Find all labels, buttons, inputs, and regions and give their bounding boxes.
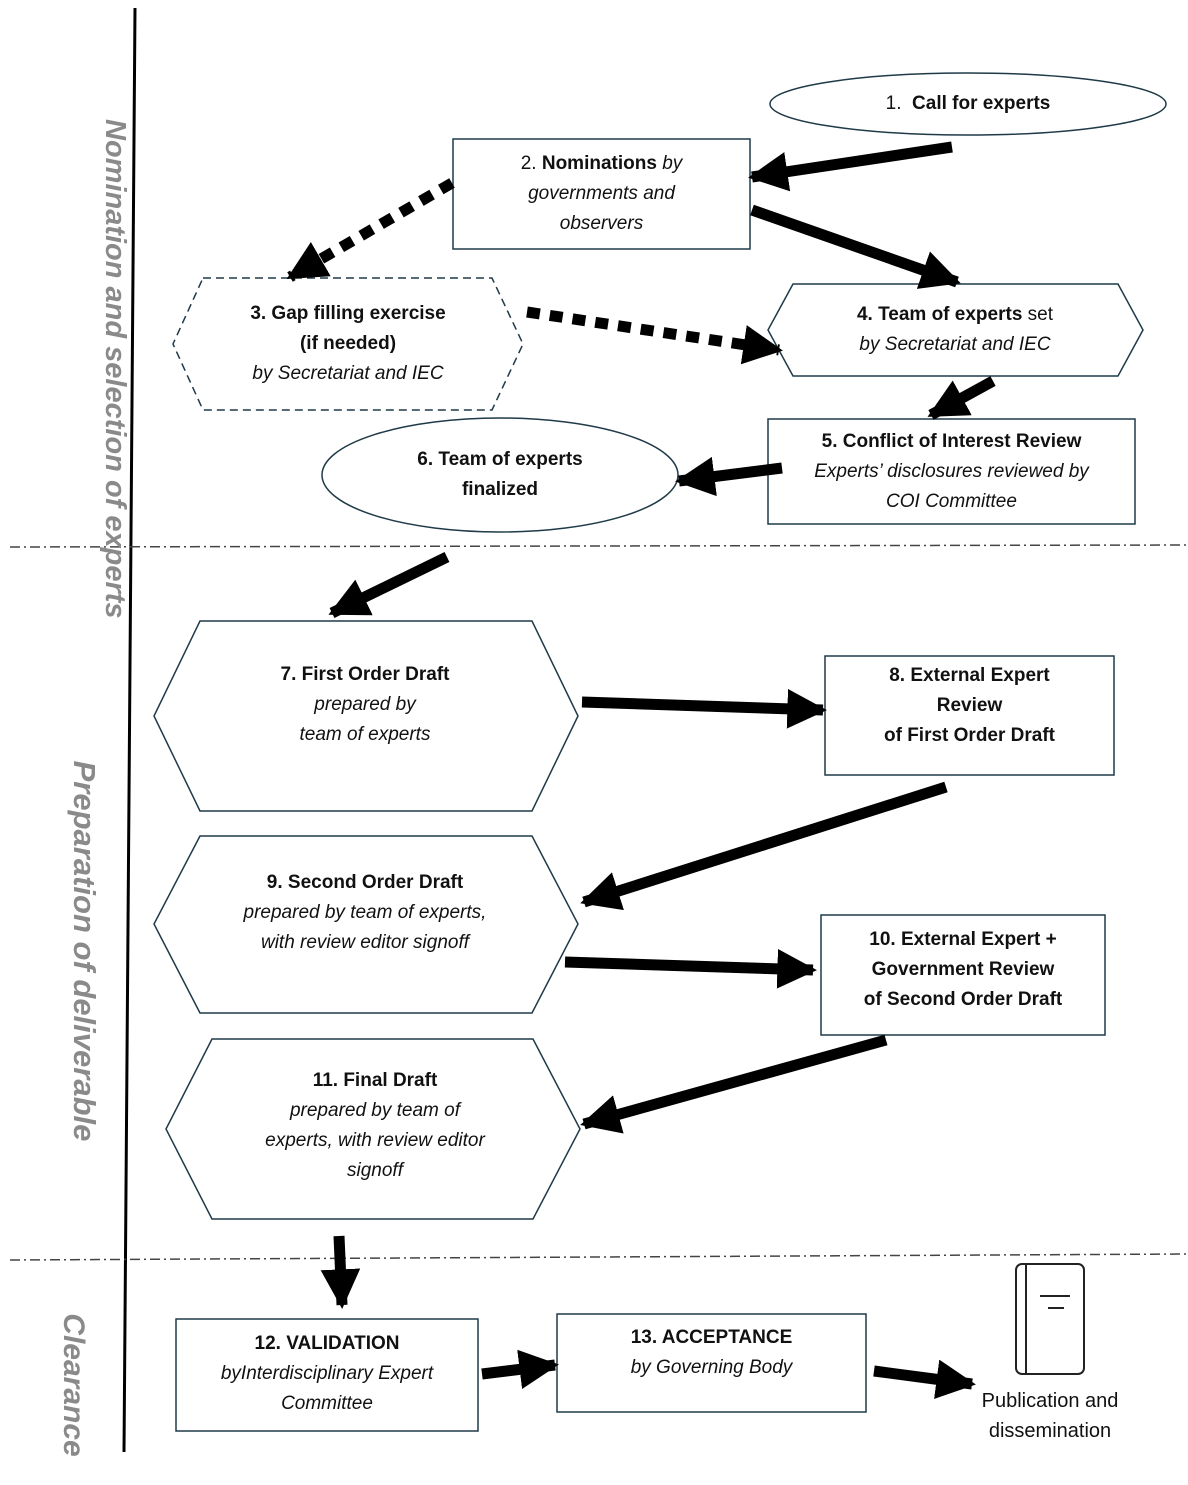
- arrow-10-to-11: [580, 1034, 888, 1134]
- step-4-team-of-experts-set: 4. Team of experts set by Secretariat an…: [856, 304, 1054, 355]
- arrow-12-to-13: [481, 1349, 559, 1390]
- step-12-validation: 12. VALIDATION byInterdisciplinary Exper…: [176, 1324, 478, 1424]
- node-13-shape: [556, 1313, 867, 1413]
- phase-label-preparation: Preparation of deliverable: [67, 760, 102, 1142]
- step-3-title: 3. Gap filling exercise: [250, 303, 446, 324]
- arrow-6-to-7: [328, 552, 450, 618]
- step-6-title: 6. Team of experts: [417, 449, 583, 470]
- step-7-title: 7. First Order Draft: [280, 664, 450, 685]
- arrow-7-to-8: [581, 689, 827, 729]
- publication-label: Publication and dissemination: [981, 1390, 1119, 1442]
- node-11-shape: [165, 1038, 581, 1220]
- step-12-title: 12. VALIDATION: [254, 1333, 400, 1354]
- step-10-title: 10. External Expert +: [869, 929, 1057, 950]
- step-11-final-draft: 11. Final Draft prepared by team of expe…: [195, 1066, 555, 1196]
- step-1-number: 1.: [885, 93, 902, 114]
- section-divider-1: [9, 544, 1188, 548]
- step-13-acceptance: 13. ACCEPTANCE by Governing Body: [557, 1318, 866, 1388]
- step-1-call-for-experts: 1. Call for experts: [790, 84, 1146, 124]
- arrow-9-to-10: [564, 949, 817, 989]
- arrow-3-to-4: [526, 306, 783, 365]
- step-1-title: Call for experts: [912, 93, 1051, 114]
- step-5-conflict-of-interest-review: 5. Conflict of Interest Review Experts’ …: [768, 419, 1135, 524]
- arrow-2-to-4: [750, 204, 961, 289]
- node-7-shape: [153, 620, 579, 812]
- step-11-title: 11. Final Draft: [312, 1070, 438, 1091]
- node-5-shape: [767, 418, 1136, 525]
- arrow-5-to-6: [675, 456, 783, 497]
- arrow-13-to-publication: [873, 1359, 976, 1399]
- step-8-title: 8. External Expert: [889, 665, 1050, 686]
- step-8-external-expert-review: 8. External Expert Review of First Order…: [825, 656, 1114, 756]
- phase-label-nomination: Nomination and selection of experts: [99, 119, 131, 619]
- step-13-title: 13. ACCEPTANCE: [630, 1327, 793, 1348]
- step-7-first-order-draft: 7. First Order Draft prepared by team of…: [180, 660, 550, 760]
- step-5-title: 5. Conflict of Interest Review: [821, 430, 1082, 452]
- node-9-shape: [153, 835, 579, 1014]
- arrow-8-to-9: [580, 781, 948, 911]
- step-9-second-order-draft: 9. Second Order Draft prepared by team o…: [180, 868, 550, 968]
- step-4-title: 4. Team of experts: [856, 304, 1023, 325]
- arrow-2-to-3: [286, 178, 455, 282]
- vertical-axis-line: [122, 7, 137, 1453]
- phase-label-clearance: Clearance: [57, 1313, 90, 1457]
- node-1-shape: [769, 72, 1167, 136]
- section-divider-2: [9, 1253, 1188, 1261]
- step-9-title: 9. Second Order Draft: [266, 872, 464, 893]
- step-6-team-finalized: 6. Team of experts finalized: [340, 440, 660, 510]
- node-2-shape: [452, 138, 751, 250]
- node-8-shape: [824, 655, 1115, 776]
- book-icon: [1015, 1263, 1085, 1375]
- node-12-shape: [175, 1318, 479, 1432]
- arrow-11-to-12: [320, 1235, 361, 1309]
- arrow-1-to-2: [748, 141, 953, 192]
- arrow-4-to-5: [927, 376, 996, 420]
- step-10-external-and-government-review: 10. External Expert + Government Review …: [821, 915, 1105, 1025]
- node-3-shape: [172, 277, 524, 411]
- step-2-nominations: 2. Nominations by governments and observ…: [520, 153, 683, 234]
- step-3-gap-filling: 3. Gap filling exercise (if needed) by S…: [190, 290, 506, 398]
- node-10-shape: [820, 914, 1106, 1036]
- step-2-title: Nominations: [541, 153, 657, 174]
